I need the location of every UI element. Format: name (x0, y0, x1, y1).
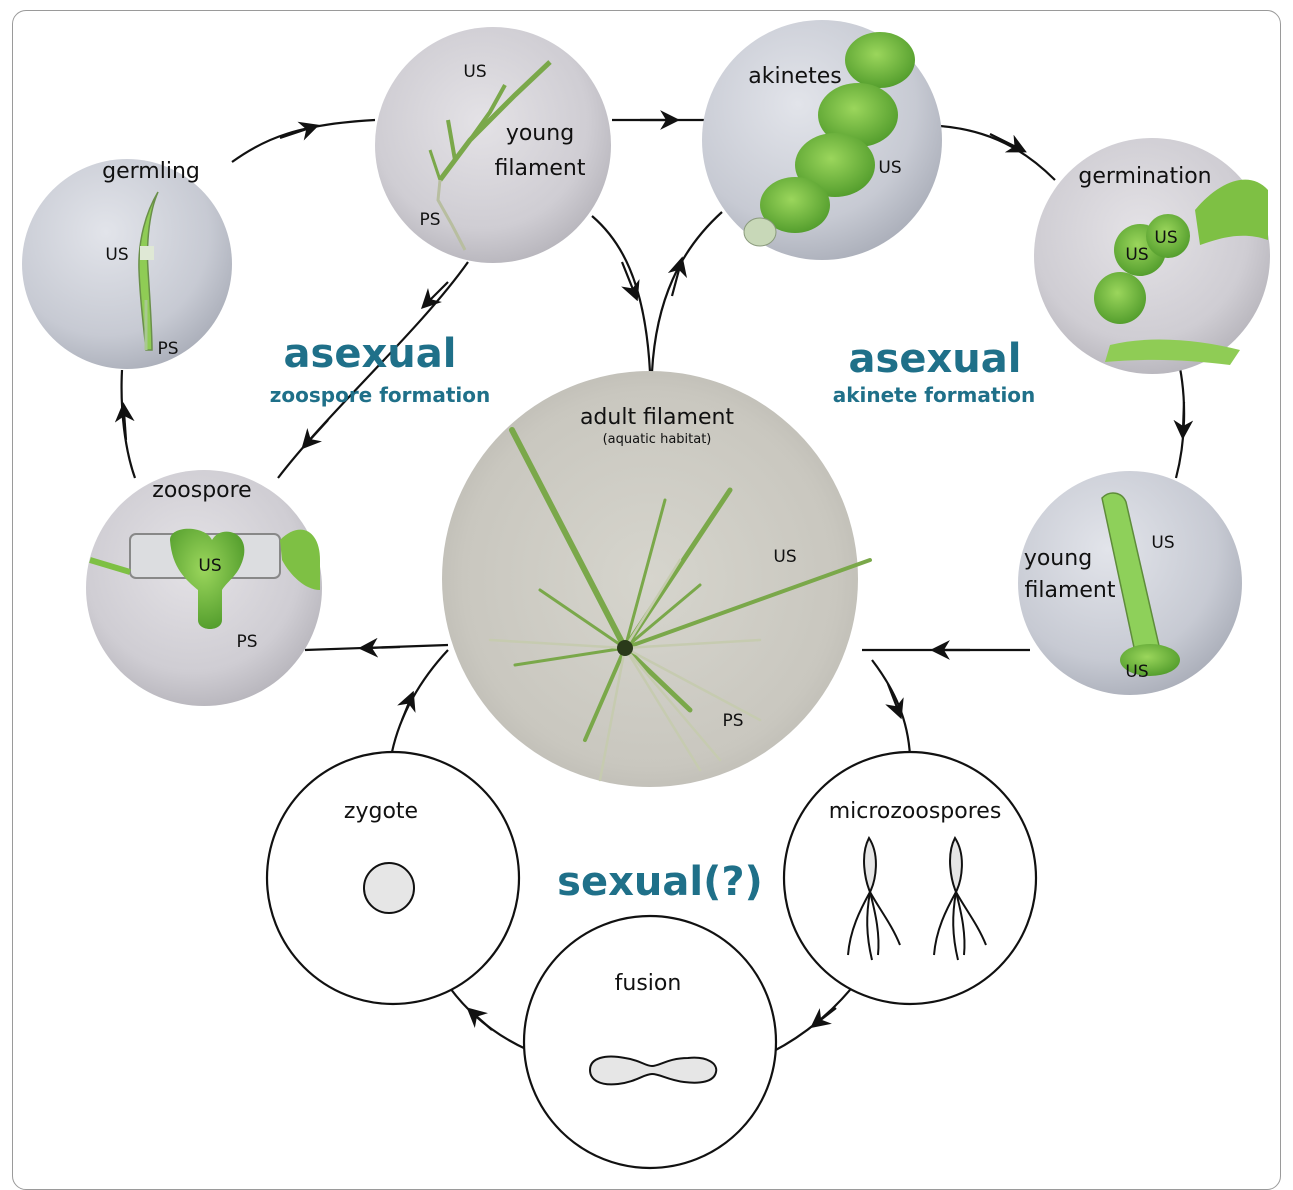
young-filament-right-label-line1: young (1024, 546, 1092, 571)
arrow-adult-to-microzoospores (872, 660, 910, 756)
arrow-zoospore-to-germling (122, 370, 135, 478)
young-filament-right-us2-label: US (1125, 662, 1148, 682)
akinetes-us-label: US (878, 158, 901, 178)
arrow-head (1183, 402, 1184, 430)
germling-us-label: US (105, 245, 128, 265)
young-filament-right-label-line2: filament (1025, 578, 1116, 603)
microzoospores-label: microzoospores (829, 799, 1002, 824)
young-filament-top-us-label: US (463, 62, 486, 82)
fusion-stage (524, 916, 776, 1168)
adult-filament-sublabel: (aquatic habitat) (603, 432, 712, 447)
arrow-head (990, 134, 1018, 148)
young-filament-top-label-line2: filament (495, 156, 586, 181)
fusion-label: fusion (615, 971, 682, 996)
arrow-adult-to-akinetes (652, 212, 722, 372)
sexual-title: sexual(?) (557, 859, 763, 905)
germination-us2-label: US (1125, 245, 1148, 265)
germination-label: germination (1078, 164, 1211, 189)
germination-us1-label: US (1154, 228, 1177, 248)
arrow-head (888, 684, 898, 710)
zygote-label: zygote (344, 799, 418, 824)
akinetes-micrograph (702, 20, 942, 260)
adult-filament-us-label: US (773, 547, 796, 567)
akinetes-label: akinetes (748, 64, 841, 89)
young-filament-top-micrograph (375, 27, 611, 263)
arrow-head (308, 420, 328, 442)
microzoospores-stage (784, 752, 1036, 1004)
arrow-head (368, 647, 400, 648)
arrow-young-filament-to-adult-center (592, 216, 650, 372)
zoospore-micrograph (86, 470, 322, 706)
arrow-head (280, 128, 310, 138)
arrow-microzoospores-to-fusion (772, 980, 858, 1052)
arrow-fusion-to-zygote (450, 988, 528, 1050)
arrow-head (474, 1014, 492, 1030)
zoospore-label: zoospore (152, 478, 251, 503)
young-filament-top-ps-label: PS (419, 210, 440, 230)
arrow-head (818, 1008, 836, 1022)
arrow-akinetes-to-germination (940, 126, 1055, 180)
zoospore-ps-label: PS (236, 632, 257, 652)
asexual-zoospore-title: asexual (284, 331, 457, 377)
zygote-stage (267, 752, 519, 1004)
asexual-zoospore-subtitle: zoospore formation (270, 383, 491, 407)
asexual-akinete-subtitle: akinete formation (833, 383, 1036, 407)
asexual-akinete-title: asexual (849, 336, 1022, 382)
germling-label: germling (102, 159, 200, 184)
adult-filament-ps-label: PS (722, 711, 743, 731)
adult-filament-label: adult filament (580, 405, 734, 430)
young-filament-top-label-line1: young (506, 121, 574, 146)
germling-ps-label: PS (157, 339, 178, 359)
arrow-head (402, 700, 410, 720)
arrow-germling-to-young-filament (232, 120, 375, 162)
young-filament-right-us1-label: US (1151, 533, 1174, 553)
zoospore-us-label: US (198, 556, 221, 576)
arrow-zygote-to-adult (392, 650, 448, 752)
